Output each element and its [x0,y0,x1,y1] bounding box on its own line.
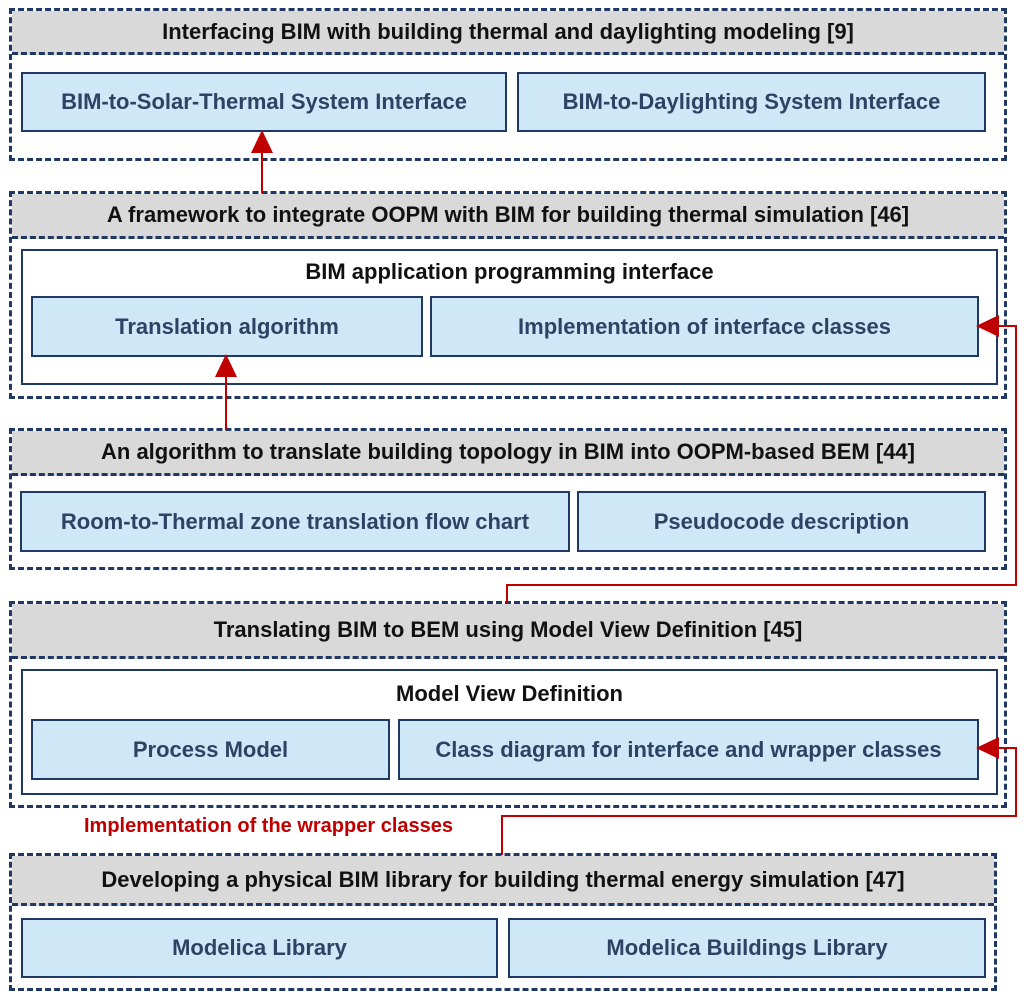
section-title: Translating BIM to BEM using Model View … [12,604,1004,659]
box-process-model: Process Model [31,719,390,780]
bim-api-title: BIM application programming interface [305,259,714,284]
mvd-container: Model View Definition Process Model Clas… [21,669,998,795]
section-physical-bim-library: Developing a physical BIM library for bu… [9,853,997,991]
box-class-diagram: Class diagram for interface and wrapper … [398,719,979,780]
section-title: A framework to integrate OOPM with BIM f… [12,194,1004,239]
section-topology-translation: An algorithm to translate building topol… [9,428,1007,570]
box-modelica-buildings-library: Modelica Buildings Library [508,918,986,978]
box-modelica-library: Modelica Library [21,918,498,978]
box-translation-algorithm: Translation algorithm [31,296,423,357]
box-room-thermal-flowchart: Room-to-Thermal zone translation flow ch… [20,491,570,552]
section-model-view-definition: Translating BIM to BEM using Model View … [9,601,1007,808]
mvd-title: Model View Definition [396,681,623,706]
bim-api-container: BIM application programming interface Tr… [21,249,998,385]
section-title: Developing a physical BIM library for bu… [12,856,994,906]
box-pseudocode: Pseudocode description [577,491,986,552]
section-oopm-bim-framework: A framework to integrate OOPM with BIM f… [9,191,1007,399]
box-interface-classes: Implementation of interface classes [430,296,979,357]
wrapper-classes-annotation: Implementation of the wrapper classes [84,815,453,837]
section-bim-thermal-daylighting: Interfacing BIM with building thermal an… [9,8,1007,161]
box-solar-thermal-interface: BIM-to-Solar-Thermal System Interface [21,72,507,132]
box-daylighting-interface: BIM-to-Daylighting System Interface [517,72,986,132]
section-title: An algorithm to translate building topol… [12,431,1004,476]
section-title: Interfacing BIM with building thermal an… [12,11,1004,55]
